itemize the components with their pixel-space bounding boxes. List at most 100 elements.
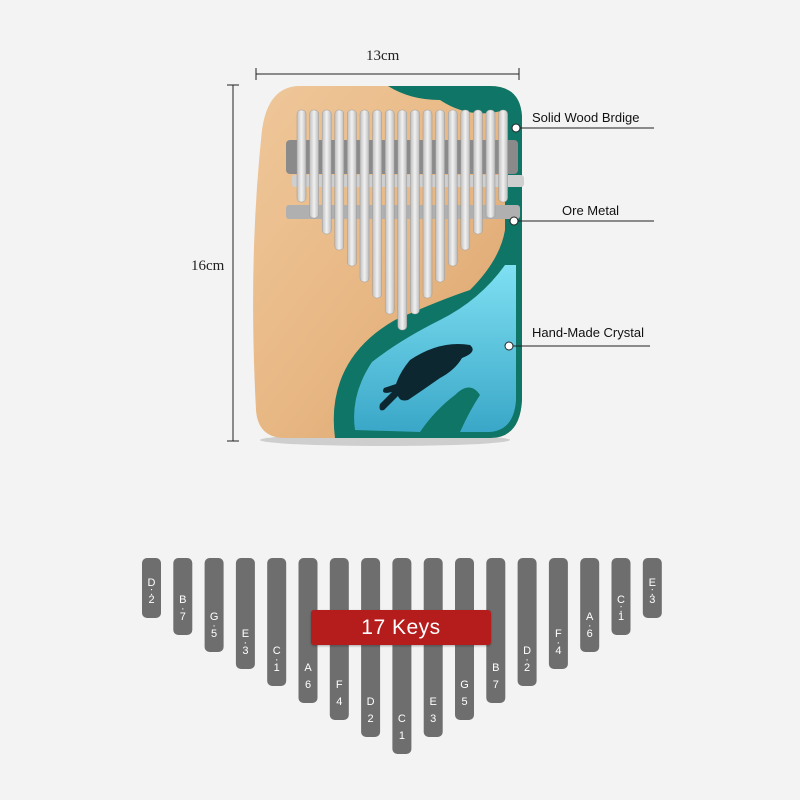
key-bar	[173, 558, 193, 635]
key-note-letter: C	[617, 594, 625, 606]
key-bar	[517, 558, 537, 686]
key-bar	[486, 558, 506, 703]
tine	[498, 109, 508, 203]
key-note-letter: B	[492, 662, 500, 674]
key-note-number: 1	[273, 662, 280, 674]
key-note-number: 7	[179, 611, 186, 623]
key-note-label: B·7	[173, 595, 193, 623]
callout-hand-made-crystal: Hand-Made Crystal	[532, 325, 644, 340]
tine	[447, 109, 458, 267]
key-note-letter: D	[147, 577, 156, 589]
key-note-number: 5	[461, 696, 468, 708]
tine	[372, 109, 382, 299]
key-note-number: 2	[367, 713, 374, 725]
key-octave-dots: ·	[556, 637, 561, 649]
key-note-letter: G	[209, 611, 219, 623]
key-octave-dots: ·	[180, 603, 185, 615]
key-note-number: 5	[211, 628, 218, 640]
tines	[296, 109, 508, 331]
key-note-label: D:2	[142, 578, 162, 606]
tine	[397, 109, 408, 331]
key-bar	[580, 558, 600, 652]
key-note-number: 3	[649, 594, 656, 606]
key-note-letter: E	[429, 696, 437, 708]
key-note-letter: B	[179, 594, 187, 606]
key-bar	[548, 558, 568, 669]
height-dimension-line	[227, 84, 239, 442]
key-octave-dots: ·	[525, 654, 529, 666]
tine	[309, 109, 319, 219]
key-note-label: C:1	[611, 595, 631, 623]
key-octave-dots: ·	[212, 620, 216, 632]
width-label: 13cm	[366, 48, 400, 64]
tine	[384, 109, 395, 315]
key-note-label: F·4	[548, 629, 568, 657]
whale-icon	[379, 344, 473, 411]
key-octave-dots: ·	[274, 654, 279, 666]
key-note-number: 3	[430, 713, 437, 725]
key-bar	[142, 558, 161, 618]
key-note-number: 1	[398, 730, 405, 742]
key-note-label: G·5	[204, 612, 224, 640]
key-note-letter: C	[397, 713, 406, 725]
key-diagram	[142, 558, 662, 754]
key-note-number: 6	[586, 628, 593, 640]
width-dimension-line	[255, 68, 520, 80]
key-note-letter: E	[241, 628, 250, 640]
tine	[359, 109, 370, 283]
key-note-number: 3	[242, 645, 249, 657]
key-bar	[642, 558, 662, 618]
key-bar	[423, 558, 443, 737]
tine	[321, 109, 332, 235]
key-note-letter: D	[523, 645, 532, 657]
tine	[473, 109, 483, 235]
key-note-number: 1	[617, 611, 625, 623]
key-bar	[298, 558, 318, 703]
tine	[347, 109, 357, 267]
key-note-label: A·6	[580, 612, 600, 640]
callout-ore-metal: Ore Metal	[562, 203, 620, 218]
key-note-letter: F	[335, 679, 343, 691]
callout-dot	[509, 216, 519, 226]
key-octave-dots: ·	[587, 620, 592, 632]
tine	[410, 109, 420, 315]
tine	[422, 109, 433, 299]
key-note-letter: F	[555, 628, 562, 640]
key-note-label: E·3	[235, 629, 255, 657]
key-note-letter: C	[272, 645, 281, 657]
key-note-number: 4	[555, 645, 562, 657]
key-note-label: D·2	[517, 646, 537, 674]
key-note-letter: A	[586, 611, 594, 623]
key-note-number: 6	[304, 679, 312, 691]
key-note-number: 7	[492, 679, 499, 691]
tine	[296, 109, 307, 203]
key-note-number: 2	[148, 594, 155, 606]
tine	[435, 109, 445, 283]
tine	[460, 109, 471, 251]
key-octave-dots: :	[650, 586, 654, 598]
key-note-letter: E	[648, 577, 656, 589]
key-bar	[235, 558, 255, 669]
key-note-letter: D	[366, 696, 375, 708]
key-note-label: C·1	[267, 646, 287, 674]
key-note-label: E:3	[642, 578, 662, 606]
key-octave-dots: :	[149, 586, 154, 598]
keys-count-badge: 17 Keys	[311, 610, 491, 645]
key-bar	[392, 558, 412, 754]
key-bar	[267, 558, 287, 686]
key-note-letter: G	[460, 679, 469, 691]
height-label: 16cm	[191, 258, 225, 274]
callout-solid-wood-bridge: Solid Wood Brdige	[532, 110, 640, 125]
key-bar	[611, 558, 631, 635]
tine	[485, 109, 496, 219]
callout-lines	[504, 123, 654, 351]
key-note-number: 4	[336, 696, 343, 708]
